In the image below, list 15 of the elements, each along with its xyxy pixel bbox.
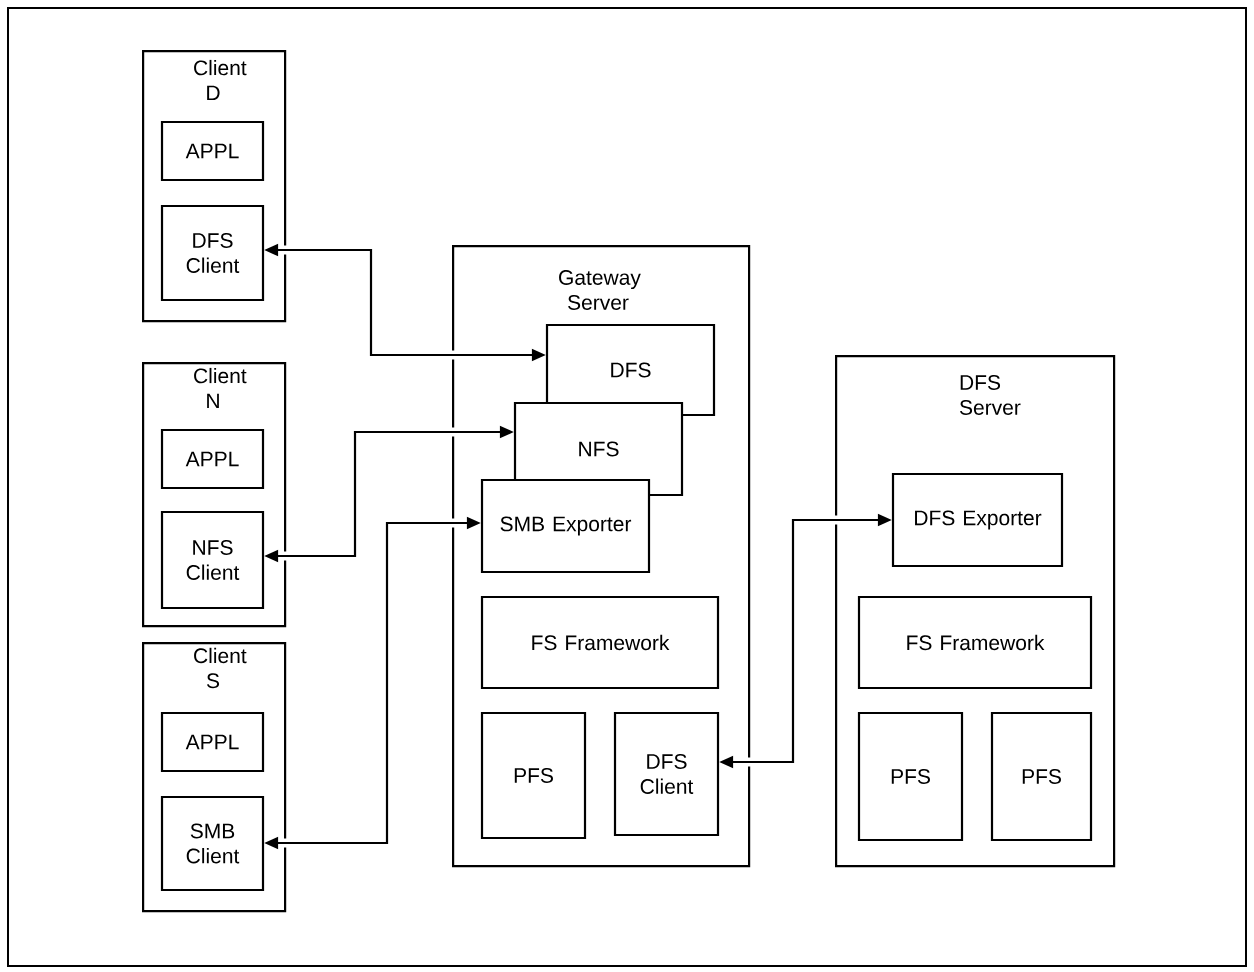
- component-box: APPL: [160, 711, 265, 773]
- component-box: DFS Client: [613, 711, 720, 837]
- component-box: SMB Client: [160, 795, 265, 892]
- component-box: SMB Exporter: [480, 478, 651, 574]
- component-box: PFS: [990, 711, 1093, 842]
- component-box: DFS: [545, 323, 716, 417]
- component-box: FS Framework: [480, 595, 720, 690]
- component-box: FS Framework: [857, 595, 1093, 690]
- component-box: PFS: [480, 711, 587, 840]
- component-box: DFS Exporter: [891, 472, 1064, 568]
- component-box: DFS Client: [160, 204, 265, 302]
- component-box: NFS Client: [160, 510, 265, 610]
- component-box: APPL: [160, 428, 265, 490]
- component-box: PFS: [857, 711, 964, 842]
- component-box: APPL: [160, 120, 265, 182]
